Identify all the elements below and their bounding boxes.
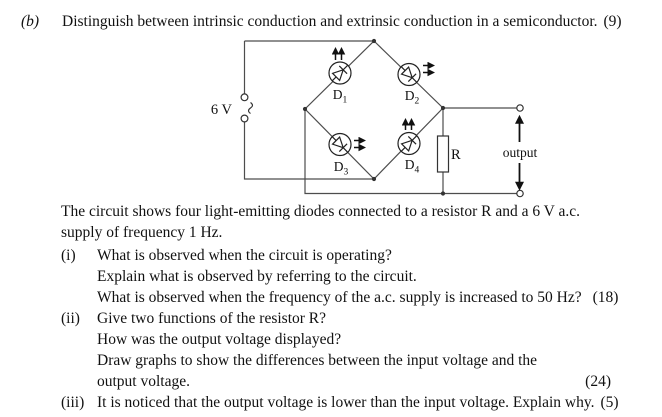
circuit-diagram: 6 V D1 bbox=[211, 38, 538, 198]
emission-arrows-right-icon bbox=[354, 136, 366, 152]
led-d3-label: D3 bbox=[334, 159, 349, 178]
bridge-diamond bbox=[304, 40, 444, 180]
question-line: How was the output voltage displayed? bbox=[97, 331, 342, 348]
question-b-line: (b) Distinguish between intrinsic conduct… bbox=[21, 13, 622, 31]
led-d2-label: D2 bbox=[405, 88, 420, 107]
diode-triangle bbox=[331, 68, 345, 82]
emission-arrows-up-icon bbox=[401, 118, 416, 130]
led-d4: D4 bbox=[397, 118, 421, 176]
question-line: It is noticed that the output voltage is… bbox=[97, 394, 619, 411]
node-resistor-bottom bbox=[440, 191, 446, 196]
question-b-text: Distinguish between intrinsic conduction… bbox=[62, 13, 598, 30]
led-d1: D1 bbox=[328, 47, 352, 106]
resistor-body bbox=[436, 135, 450, 173]
output-terminal-top bbox=[516, 104, 524, 112]
node-left bbox=[302, 106, 308, 112]
question-number: (ii) bbox=[61, 310, 80, 327]
circuit-description: The circuit shows four light-emitting di… bbox=[61, 201, 580, 243]
wires bbox=[243, 40, 517, 195]
junction-dots bbox=[302, 38, 446, 196]
part-label: (b) bbox=[21, 13, 40, 30]
diode-bar bbox=[338, 143, 348, 152]
question-number: (iii) bbox=[61, 394, 85, 411]
wire-lower-rail bbox=[304, 109, 517, 195]
diode-triangle bbox=[400, 139, 414, 153]
description-line: supply of frequency 1 Hz. bbox=[61, 224, 223, 241]
ac-sine-icon bbox=[247, 102, 254, 114]
question-ii: (ii) Give two functions of the resistor … bbox=[61, 308, 624, 392]
marks: (24) bbox=[585, 373, 611, 390]
sub-questions: (i) What is observed when the circuit is… bbox=[61, 245, 624, 413]
marks: (5) bbox=[600, 394, 619, 411]
diode-bar bbox=[407, 73, 417, 82]
output-label: output bbox=[503, 145, 538, 160]
diode-bar bbox=[407, 136, 417, 145]
question-line: Explain what is observed by referring to… bbox=[97, 268, 417, 285]
node-bottom bbox=[371, 176, 377, 182]
description-line: The circuit shows four light-emitting di… bbox=[61, 203, 580, 220]
emission-arrows-up-icon bbox=[331, 47, 346, 60]
resistor-label: R bbox=[451, 147, 461, 163]
node-right bbox=[440, 105, 446, 111]
question-line: output voltage.(24) bbox=[97, 371, 624, 392]
question-line: Draw graphs to show the differences betw… bbox=[97, 352, 538, 369]
source-voltage-label: 6 V bbox=[211, 102, 233, 118]
led-d3: D3 bbox=[328, 132, 366, 178]
diode-bar bbox=[338, 65, 348, 75]
source-terminal-top bbox=[240, 93, 249, 102]
resistor: R bbox=[436, 135, 461, 173]
node-top bbox=[371, 38, 377, 44]
question-b-marks: (9) bbox=[603, 13, 622, 30]
ac-source: 6 V bbox=[211, 93, 254, 123]
question-i: (i) What is observed when the circuit is… bbox=[61, 245, 624, 308]
wire-left-lower bbox=[243, 122, 374, 180]
led-d4-label: D4 bbox=[405, 157, 420, 176]
question-line: What is observed when the frequency of t… bbox=[97, 289, 619, 306]
diode-triangle bbox=[331, 135, 345, 149]
source-terminal-bottom bbox=[240, 114, 249, 123]
question-iii: (iii) It is noticed that the output volt… bbox=[61, 392, 624, 413]
marks: (18) bbox=[592, 289, 619, 306]
led-d2: D2 bbox=[397, 61, 435, 107]
led-d1-label: D1 bbox=[333, 87, 348, 106]
emission-arrows-right-icon bbox=[423, 61, 435, 77]
diode-triangle bbox=[400, 65, 414, 79]
question-line: What is observed when the circuit is ope… bbox=[97, 247, 392, 264]
question-number: (i) bbox=[61, 247, 76, 264]
output-terminal-bottom bbox=[516, 189, 524, 198]
output-section: output bbox=[503, 104, 538, 198]
led-d1-circle bbox=[328, 61, 352, 85]
question-line: Give two functions of the resistor R? bbox=[97, 310, 327, 327]
